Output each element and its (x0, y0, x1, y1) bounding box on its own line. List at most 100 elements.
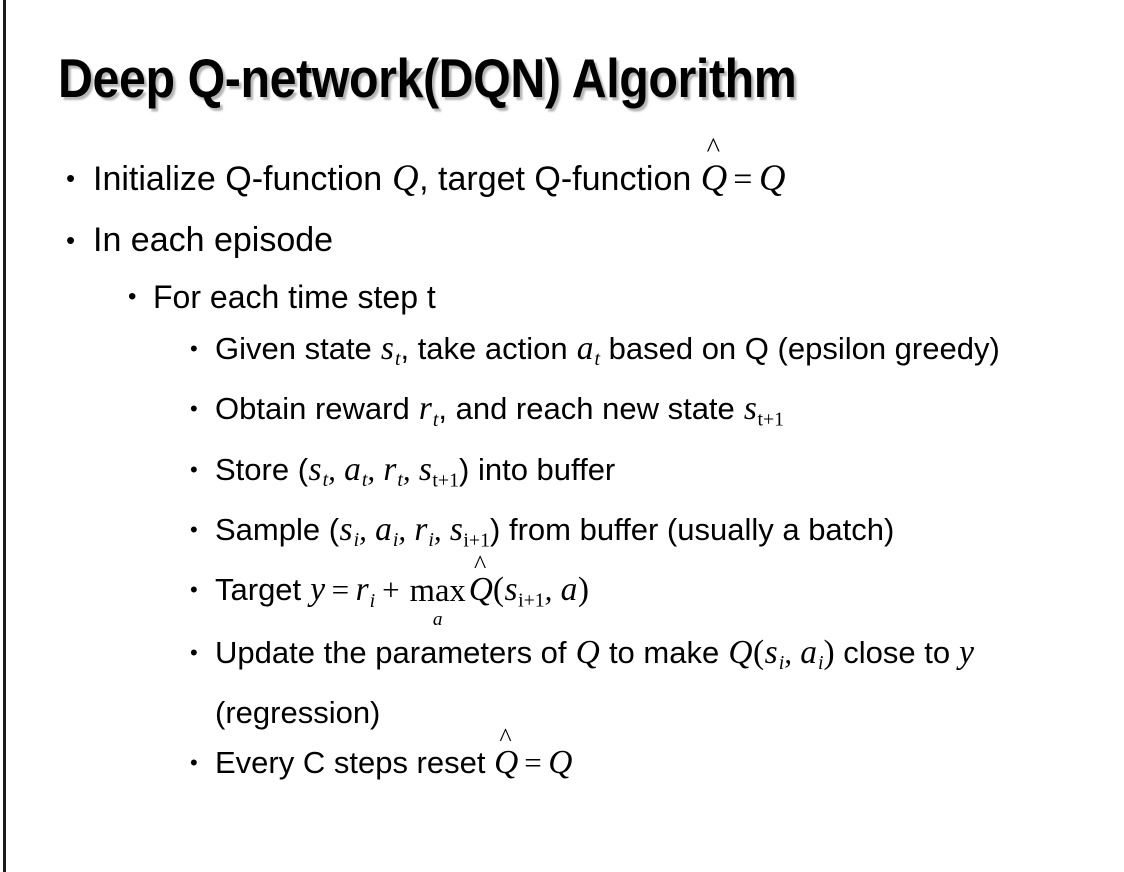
bullet-item-initialize: • Initialize Q-function Q, target Q-func… (0, 134, 1124, 210)
math-subscript-t: t (432, 408, 439, 431)
bullet-item-each-time-step: • For each time step t (0, 270, 1124, 324)
bullet-item-each-episode: • In each episode (0, 210, 1124, 270)
math-var-s2: s (449, 511, 463, 549)
math-subscript-i: i (353, 529, 360, 552)
bullet-glyph-icon: • (190, 456, 198, 482)
math-q-arguments: (si+1, a) (492, 571, 589, 611)
math-group-q-of-s-a: Q(si, ai) (728, 634, 834, 674)
bullet-item-given-state: • Given state st, take action at based o… (0, 324, 1124, 384)
math-var-r: r (383, 450, 397, 488)
text-segment: Given state (215, 331, 381, 366)
math-subscript-i: i (428, 529, 434, 552)
bullet-glyph-icon: • (190, 640, 198, 666)
math-comma: , (367, 451, 383, 487)
math-var-q-hat: ^Q (700, 134, 728, 208)
math-max-label: max (409, 572, 466, 609)
math-var-q-hat: ^Q (468, 552, 493, 615)
bullet-text-initialize: Initialize Q-function Q, target Q-functi… (93, 134, 1124, 210)
math-var-r: r (414, 511, 428, 549)
text-segment: ) into buffer (459, 451, 616, 487)
math-tuple-sample: si, ai, ri, si+1 (339, 511, 490, 551)
slide-left-edge-accent (3, 0, 6, 872)
bullet-text-sample-batch: Sample (si, ai, ri, si+1) from buffer (u… (215, 505, 1095, 565)
math-group-r-i: ri (355, 571, 376, 611)
text-segment: Every C steps reset (215, 745, 495, 781)
math-var-s: s (308, 450, 322, 488)
math-subscript-t: t (594, 348, 600, 371)
math-group-s-t1: st+1 (743, 390, 784, 430)
math-var-s: s (339, 511, 353, 549)
math-var-q-base: Q (494, 744, 519, 782)
math-subscript-t: t (397, 469, 403, 492)
math-max-underscript: a (432, 608, 443, 630)
text-segment: (regression) (215, 695, 381, 731)
math-open-paren: ( (753, 634, 765, 672)
bullet-text-given-state: Given state st, take action at based on … (215, 324, 1095, 384)
math-var-q-base: Q (468, 571, 493, 609)
bullet-glyph-icon: • (66, 163, 76, 193)
bullet-glyph-icon: • (190, 396, 198, 422)
math-var-q: Q (548, 744, 573, 782)
bullet-text-obtain-reward: Obtain reward rt, and reach new state st… (215, 384, 1095, 444)
math-var-a: a (375, 511, 392, 549)
math-subscript-t: t (394, 348, 401, 371)
math-comma: , (433, 512, 450, 548)
math-var-a: a (344, 450, 361, 488)
math-subscript-i: i (778, 652, 785, 675)
math-var-q: Q (575, 634, 600, 672)
math-subscript-i-plus-1: i+1 (518, 589, 545, 612)
bullet-item-store-transition: • Store (st, at, rt, st+1) into buffer (0, 445, 1124, 505)
math-var-r: r (355, 571, 369, 609)
math-subscript-t-plus-1: t+1 (432, 469, 460, 492)
text-segment: , target Q-function (419, 160, 701, 198)
text-segment: based on Q (epsilon greedy) (600, 331, 1000, 366)
math-var-q: Q (392, 157, 419, 198)
page-title: Deep Q-network(DQN) Algorithm (58, 47, 797, 109)
math-var-a: a (800, 634, 817, 672)
math-equals: = (733, 161, 753, 198)
bullet-glyph-icon: • (190, 750, 198, 776)
text-segment: Obtain reward (215, 391, 419, 427)
bullet-item-sample-batch: • Sample (si, ai, ri, si+1) from buffer … (0, 505, 1124, 565)
math-var-a: a (576, 330, 594, 367)
hat-accent-icon: ^ (499, 723, 512, 753)
math-open-paren: ( (492, 571, 505, 609)
text-segment: Target (215, 572, 310, 608)
math-subscript-i-plus-1: i+1 (463, 529, 491, 552)
math-plus: + (382, 572, 400, 608)
math-comma: , (402, 451, 419, 487)
bullet-item-update-parameters: • Update the parameters of Q to make Q(s… (0, 628, 1124, 738)
hat-accent-icon: ^ (474, 550, 487, 580)
text-segment: , and reach new state (438, 391, 744, 427)
slide-body: • Initialize Q-function Q, target Q-func… (0, 134, 1124, 788)
text-segment: Update the parameters of (215, 635, 576, 671)
text-segment: close to (834, 635, 959, 671)
math-comma: , (398, 512, 414, 548)
text-segment: Initialize Q-function (93, 160, 392, 198)
math-var-s: s (764, 634, 778, 672)
math-var-q-base: Q (700, 157, 728, 198)
math-var-y: y (310, 571, 326, 609)
bullet-text-each-time-step: For each time step t (153, 279, 436, 315)
math-var-r: r (418, 390, 432, 428)
math-comma: , (784, 635, 800, 671)
bullet-item-reset-target-network: • Every C steps reset ^Q=Q (0, 725, 1124, 788)
bullet-glyph-icon: • (190, 517, 198, 543)
math-subscript-t-plus-1: t+1 (757, 408, 785, 431)
math-subscript-i: i (817, 652, 824, 675)
bullet-glyph-icon: • (190, 577, 198, 603)
text-segment: ) from buffer (usually a batch) (490, 512, 895, 548)
math-var-q-hat: ^Q (494, 725, 519, 788)
text-segment: Sample ( (215, 512, 340, 548)
text-segment: to make (600, 635, 728, 671)
math-subscript-i: i (369, 589, 376, 612)
math-subscript-t: t (361, 469, 368, 492)
bullet-item-obtain-reward: • Obtain reward rt, and reach new state … (0, 384, 1124, 444)
math-comma: , (359, 512, 375, 548)
math-group-a-t: at (576, 330, 600, 370)
bullet-text-store-transition: Store (st, at, rt, st+1) into buffer (215, 445, 1095, 505)
